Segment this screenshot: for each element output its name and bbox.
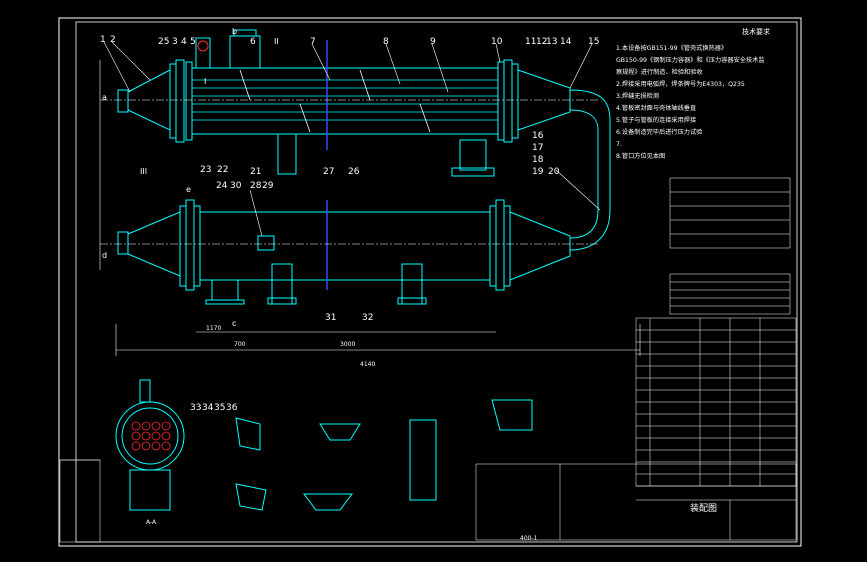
tech-req-lines: 1.本设备按GB151-99《管壳式换热器》 GB150-99《钢制压力容器》和… [616, 44, 765, 160]
svg-text:27: 27 [323, 167, 334, 177]
callout-labels: 1 2 25 3 4 5 6 7 8 9 10 11 12 13 14 15 1… [100, 35, 599, 413]
svg-text:19: 19 [532, 167, 544, 177]
svg-text:8: 8 [383, 37, 389, 47]
svg-text:3.焊缝无损检测: 3.焊缝无损检测 [616, 92, 659, 100]
lower-exchanger [117, 199, 571, 305]
detail-views [235, 399, 533, 511]
svg-text:7.: 7. [616, 141, 622, 148]
svg-text:33: 33 [190, 403, 201, 413]
svg-text:28: 28 [250, 181, 262, 191]
svg-text:26: 26 [348, 167, 360, 177]
svg-text:31: 31 [325, 313, 336, 323]
drawing-name: 装配图 [690, 502, 717, 514]
svg-text:10: 10 [491, 37, 503, 47]
leader-lines [103, 41, 601, 237]
svg-text:5.管子与管板的连接采用焊接: 5.管子与管板的连接采用焊接 [616, 116, 696, 124]
svg-text:15: 15 [588, 37, 599, 47]
upper-exchanger [117, 29, 611, 251]
svg-text:12: 12 [536, 37, 547, 47]
svg-text:6.设备制造完毕后进行压力试验: 6.设备制造完毕后进行压力试验 [616, 128, 703, 136]
axis-lines [100, 99, 600, 245]
svg-text:25: 25 [158, 37, 169, 47]
svg-text:20: 20 [548, 167, 560, 177]
svg-text:14: 14 [560, 37, 572, 47]
svg-text:II: II [274, 37, 279, 46]
svg-text:e: e [186, 185, 191, 194]
svg-text:7: 7 [310, 37, 316, 47]
svg-text:21: 21 [250, 167, 261, 177]
svg-text:4: 4 [181, 37, 187, 47]
section-a-a [115, 379, 185, 511]
svg-text:GB150-99《钢制压力容器》和《压力容器安全技术监: GB150-99《钢制压力容器》和《压力容器安全技术监 [616, 56, 765, 64]
svg-text:a: a [102, 93, 107, 102]
svg-text:4140: 4140 [360, 361, 375, 368]
parts-list [635, 317, 797, 487]
svg-text:1: 1 [100, 35, 106, 45]
svg-text:24: 24 [216, 181, 228, 191]
svg-text:23: 23 [200, 165, 211, 175]
svg-text:32: 32 [362, 313, 373, 323]
inner-frame [75, 21, 798, 543]
svg-text:1170: 1170 [206, 325, 221, 332]
nozzle-table [669, 177, 791, 315]
svg-text:34: 34 [202, 403, 214, 413]
svg-text:4.管板密封面与壳体轴线垂直: 4.管板密封面与壳体轴线垂直 [616, 104, 696, 112]
quantity-label: 400-1 [520, 535, 538, 542]
svg-text:29: 29 [262, 181, 274, 191]
svg-text:I: I [204, 77, 206, 86]
svg-text:6: 6 [250, 37, 256, 47]
svg-text:察规程》进行制造、检验和验收: 察规程》进行制造、检验和验收 [616, 68, 703, 76]
svg-text:9: 9 [430, 37, 436, 47]
svg-text:3000: 3000 [340, 341, 355, 348]
svg-text:d: d [102, 251, 107, 260]
svg-text:36: 36 [226, 403, 238, 413]
svg-text:30: 30 [230, 181, 242, 191]
svg-text:13: 13 [546, 37, 557, 47]
section-label: A-A [146, 519, 157, 526]
svg-text:1.本设备按GB151-99《管壳式换热器》: 1.本设备按GB151-99《管壳式换热器》 [616, 44, 727, 52]
svg-text:16: 16 [532, 131, 544, 141]
svg-text:3: 3 [172, 37, 178, 47]
svg-text:22: 22 [217, 165, 228, 175]
svg-text:8.管口方位见本图: 8.管口方位见本图 [616, 152, 665, 160]
title-block-grid [59, 459, 797, 543]
svg-text:III: III [140, 167, 147, 176]
svg-text:c: c [232, 319, 236, 328]
svg-text:2: 2 [110, 35, 116, 45]
nozzle-labels: a b c d e I II III [102, 27, 279, 328]
svg-text:b: b [232, 27, 237, 36]
svg-text:2.焊接采用电弧焊，焊条牌号为E4303，Q235: 2.焊接采用电弧焊，焊条牌号为E4303，Q235 [616, 80, 745, 88]
dimension-labels: 4140 3000 1170 700 [206, 325, 375, 368]
svg-text:5: 5 [190, 37, 196, 47]
dimension-lines [99, 60, 641, 356]
svg-text:700: 700 [234, 341, 246, 348]
svg-text:11: 11 [525, 37, 536, 47]
tech-req-title: 技术要求 [742, 27, 770, 36]
svg-text:17: 17 [532, 143, 543, 153]
svg-text:35: 35 [214, 403, 225, 413]
svg-text:18: 18 [532, 155, 544, 165]
